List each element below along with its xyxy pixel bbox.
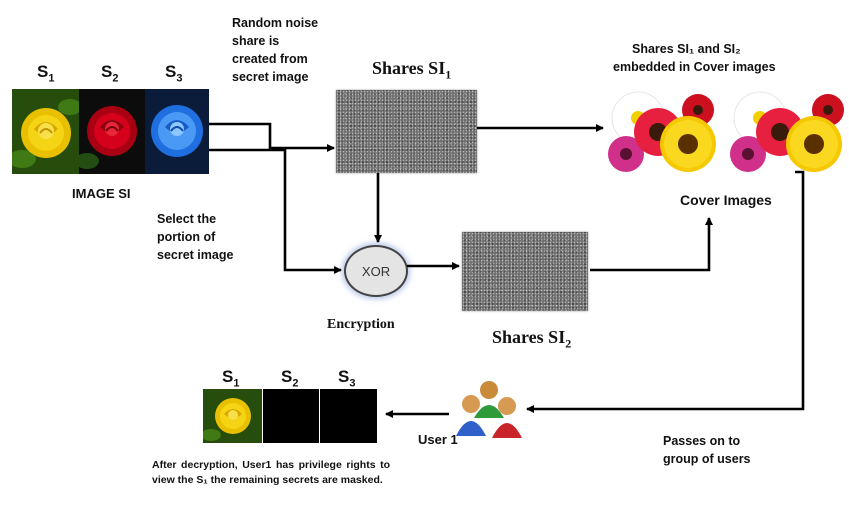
secret-image-caption: IMAGE SI: [72, 186, 131, 201]
secret-image-blue-rose: [145, 89, 209, 174]
result-label-s1: S1: [222, 367, 240, 390]
secret-image-red-rose: [79, 89, 145, 174]
result-description: After decryption, User1 has privilege ri…: [152, 459, 390, 486]
result-label-s3: S3: [338, 367, 356, 390]
note-passes-on: Passes on to group of users: [663, 434, 751, 466]
result-masked-s3: [320, 389, 377, 443]
result-image-yellow-rose: [203, 389, 262, 443]
secret-label-s3: S3: [165, 62, 183, 85]
shares-si2-title: Shares SI2: [492, 327, 572, 351]
cover-images-caption: Cover Images: [680, 192, 772, 208]
shares-si1-title: Shares SI1: [372, 58, 452, 82]
note-shares-embedded-line1: Shares SI₁ and SI₂: [632, 42, 741, 56]
xor-label: XOR: [361, 263, 391, 279]
arrow-secret-to-xor: [209, 148, 342, 274]
user-label: User 1: [418, 432, 458, 447]
xor-caption: Encryption: [327, 317, 395, 332]
cover-image-2: [722, 88, 849, 180]
secret-image-yellow-rose: [12, 89, 79, 174]
noise-share-si1: [336, 90, 477, 173]
result-label-s2: S2: [281, 367, 299, 390]
cover-image-1: [598, 88, 726, 180]
note-random-noise: Random noise share is created from secre…: [232, 16, 319, 84]
noise-share-si2: [462, 232, 588, 311]
users-group-icon: [452, 378, 526, 440]
note-select-portion: Select the portion of secret image: [157, 212, 234, 262]
result-masked-s2: [263, 389, 319, 443]
arrow-secret-to-si1: [209, 122, 335, 152]
secret-label-s2: S2: [101, 62, 119, 85]
arrow-si2-to-cover: [590, 217, 713, 272]
note-shares-embedded-line2: embedded in Cover images: [613, 60, 776, 74]
xor-operator: XOR: [344, 245, 408, 297]
arrow-cover-to-users: [526, 170, 805, 413]
secret-label-s1: S1: [37, 62, 55, 85]
